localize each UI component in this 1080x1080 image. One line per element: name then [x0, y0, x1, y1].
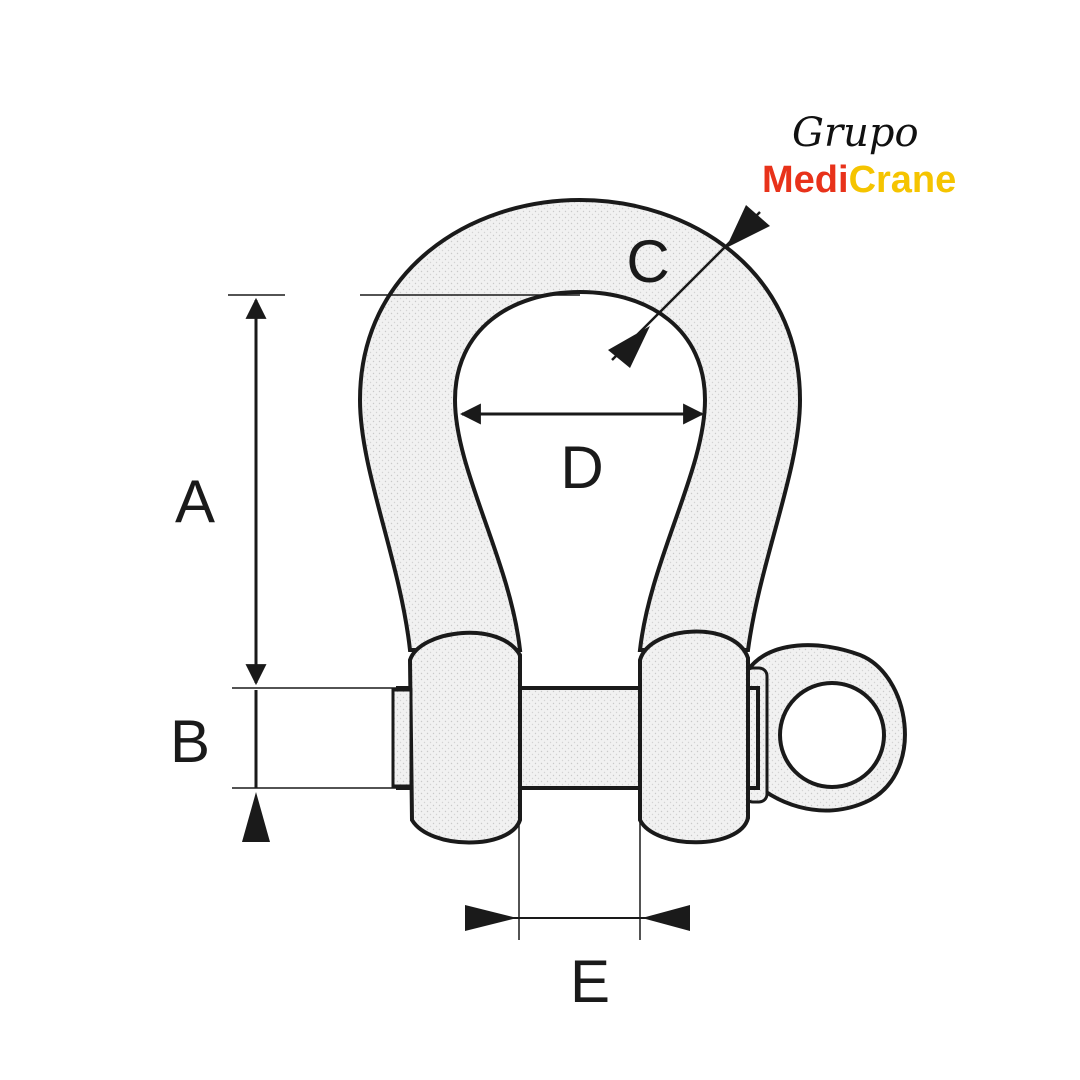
dimension-e-arrow-left — [465, 905, 517, 931]
shackle-bow — [357, 197, 803, 652]
extension-lines — [228, 294, 641, 940]
dimension-a-label: A — [175, 468, 215, 535]
dimension-b-label: B — [170, 708, 210, 775]
logo-brand-text: MediCrane — [762, 159, 956, 201]
pin-eye — [743, 643, 907, 813]
dimension-d: D — [459, 403, 705, 501]
left-lug — [407, 630, 522, 845]
dimension-c-arrow-outer — [726, 205, 770, 248]
dimension-e-label: E — [570, 948, 610, 1015]
logo-grupo-text: Grupo — [792, 110, 919, 156]
dimension-c-label: C — [626, 228, 669, 295]
logo-brand-part1: Medi — [762, 159, 849, 201]
dimension-d-label: D — [560, 434, 603, 501]
dimension-b-arrow — [242, 792, 270, 842]
dimension-a: A — [175, 297, 267, 686]
logo-brand-part2: Crane — [849, 159, 957, 201]
dimension-c-arrow-inner — [608, 326, 650, 368]
dimension-b: B — [170, 690, 270, 842]
left-pin-head — [391, 688, 413, 788]
dimension-e-arrow-right — [642, 905, 690, 931]
dimension-c: C — [608, 205, 770, 368]
right-lug — [638, 629, 750, 845]
dimension-e: E — [465, 905, 690, 1015]
brand-logo: Grupo MediCrane — [762, 110, 956, 201]
